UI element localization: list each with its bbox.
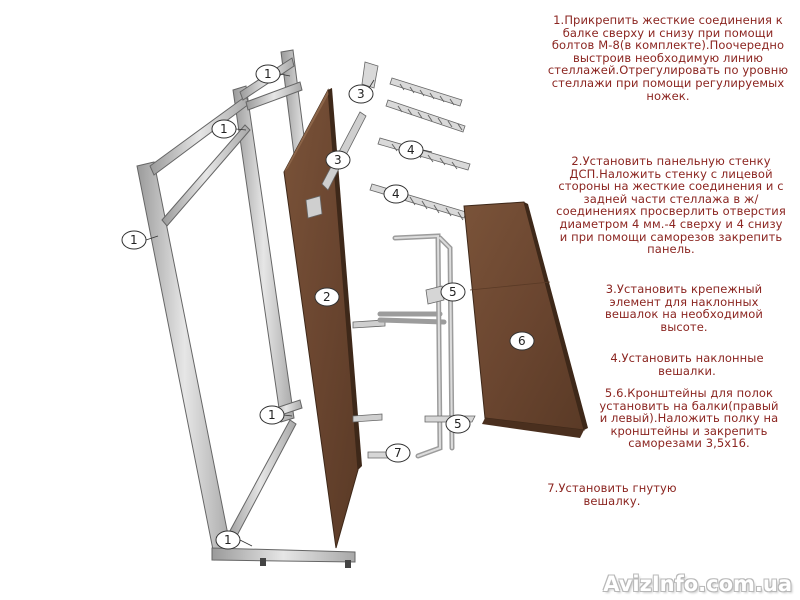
top-diagonal-brace bbox=[161, 124, 251, 227]
svg-text:5: 5 bbox=[449, 285, 457, 299]
frame-rack bbox=[136, 49, 356, 568]
top-beam-front bbox=[149, 95, 250, 176]
svg-text:1: 1 bbox=[268, 408, 276, 422]
bracket-panel-top bbox=[305, 195, 323, 219]
instruction-step-1: 1.Прикрепить жесткие соединения к балке … bbox=[547, 13, 789, 103]
svg-text:1: 1 bbox=[130, 233, 138, 247]
top-crossbar bbox=[245, 81, 303, 111]
svg-text:2: 2 bbox=[323, 290, 331, 304]
mounting-element-top bbox=[361, 61, 379, 89]
hook-rails bbox=[361, 61, 471, 221]
callout-6-shelf: 6 bbox=[509, 331, 535, 351]
svg-text:6: 6 bbox=[518, 334, 526, 348]
shelf-bracket-top bbox=[425, 285, 445, 305]
callout-4-lower: 4 bbox=[383, 184, 409, 204]
callout-5-lower: 5 bbox=[445, 414, 471, 434]
svg-text:1: 1 bbox=[264, 67, 272, 81]
svg-text:4: 4 bbox=[392, 187, 400, 201]
bottom-base-front bbox=[211, 547, 356, 563]
callout-1-lower: 1 bbox=[259, 405, 293, 425]
bracket-panel-3 bbox=[321, 111, 367, 191]
hook-rail-4 bbox=[369, 183, 467, 219]
foot-right bbox=[345, 560, 351, 568]
panel-brackets bbox=[305, 111, 386, 423]
bracket-panel-low bbox=[352, 413, 383, 423]
bent-hanger-stand bbox=[377, 233, 455, 459]
watermark: AvizInfo.com.ua bbox=[603, 572, 792, 596]
callouts: 1 1 1 1 1 2 3 bbox=[121, 64, 535, 550]
svg-text:1: 1 bbox=[224, 533, 232, 547]
bracket-panel-mid bbox=[352, 319, 386, 329]
instruction-step-2: 2.Установить панельную стенку ДСП.Наложи… bbox=[556, 154, 786, 257]
hook-rail-1 bbox=[389, 77, 463, 107]
callout-7-hanger: 7 bbox=[385, 443, 411, 463]
bottom-diagonal bbox=[224, 419, 297, 546]
instruction-step-7: 7.Установить гнутую вешалку. bbox=[547, 481, 677, 508]
hook-rail-2 bbox=[385, 99, 466, 133]
hook-rail-3 bbox=[377, 137, 471, 171]
svg-text:5: 5 bbox=[454, 417, 462, 431]
svg-text:3: 3 bbox=[334, 153, 342, 167]
chipboard-panel bbox=[283, 88, 362, 549]
callout-1-top-front: 1 bbox=[211, 119, 247, 139]
instruction-step-4: 4.Установить наклонные вешалки. bbox=[610, 351, 764, 378]
upright-middle bbox=[232, 85, 295, 423]
svg-text:1: 1 bbox=[220, 122, 228, 136]
foot-left bbox=[260, 558, 266, 566]
shelf-board bbox=[463, 201, 588, 438]
svg-text:7: 7 bbox=[394, 446, 402, 460]
svg-text:3: 3 bbox=[357, 87, 365, 101]
callout-2-panel: 2 bbox=[314, 287, 340, 307]
bent-hanger-outline bbox=[394, 234, 453, 457]
callout-1-bottom: 1 bbox=[215, 530, 253, 550]
callout-5-upper: 5 bbox=[440, 282, 466, 302]
callout-1-left: 1 bbox=[121, 230, 159, 250]
upright-front-left bbox=[136, 161, 233, 561]
callout-3-middle: 3 bbox=[325, 150, 351, 170]
callout-3-top: 3 bbox=[348, 79, 375, 104]
callout-1-top-rear: 1 bbox=[255, 64, 291, 84]
svg-text:4: 4 bbox=[407, 143, 415, 157]
instruction-step-3: 3.Установить крепежный элемент для накло… bbox=[604, 282, 763, 334]
callout-4-top: 4 bbox=[398, 140, 433, 160]
instruction-step-5-6: 5.6.Кронштейны для полок установить на б… bbox=[599, 386, 779, 451]
